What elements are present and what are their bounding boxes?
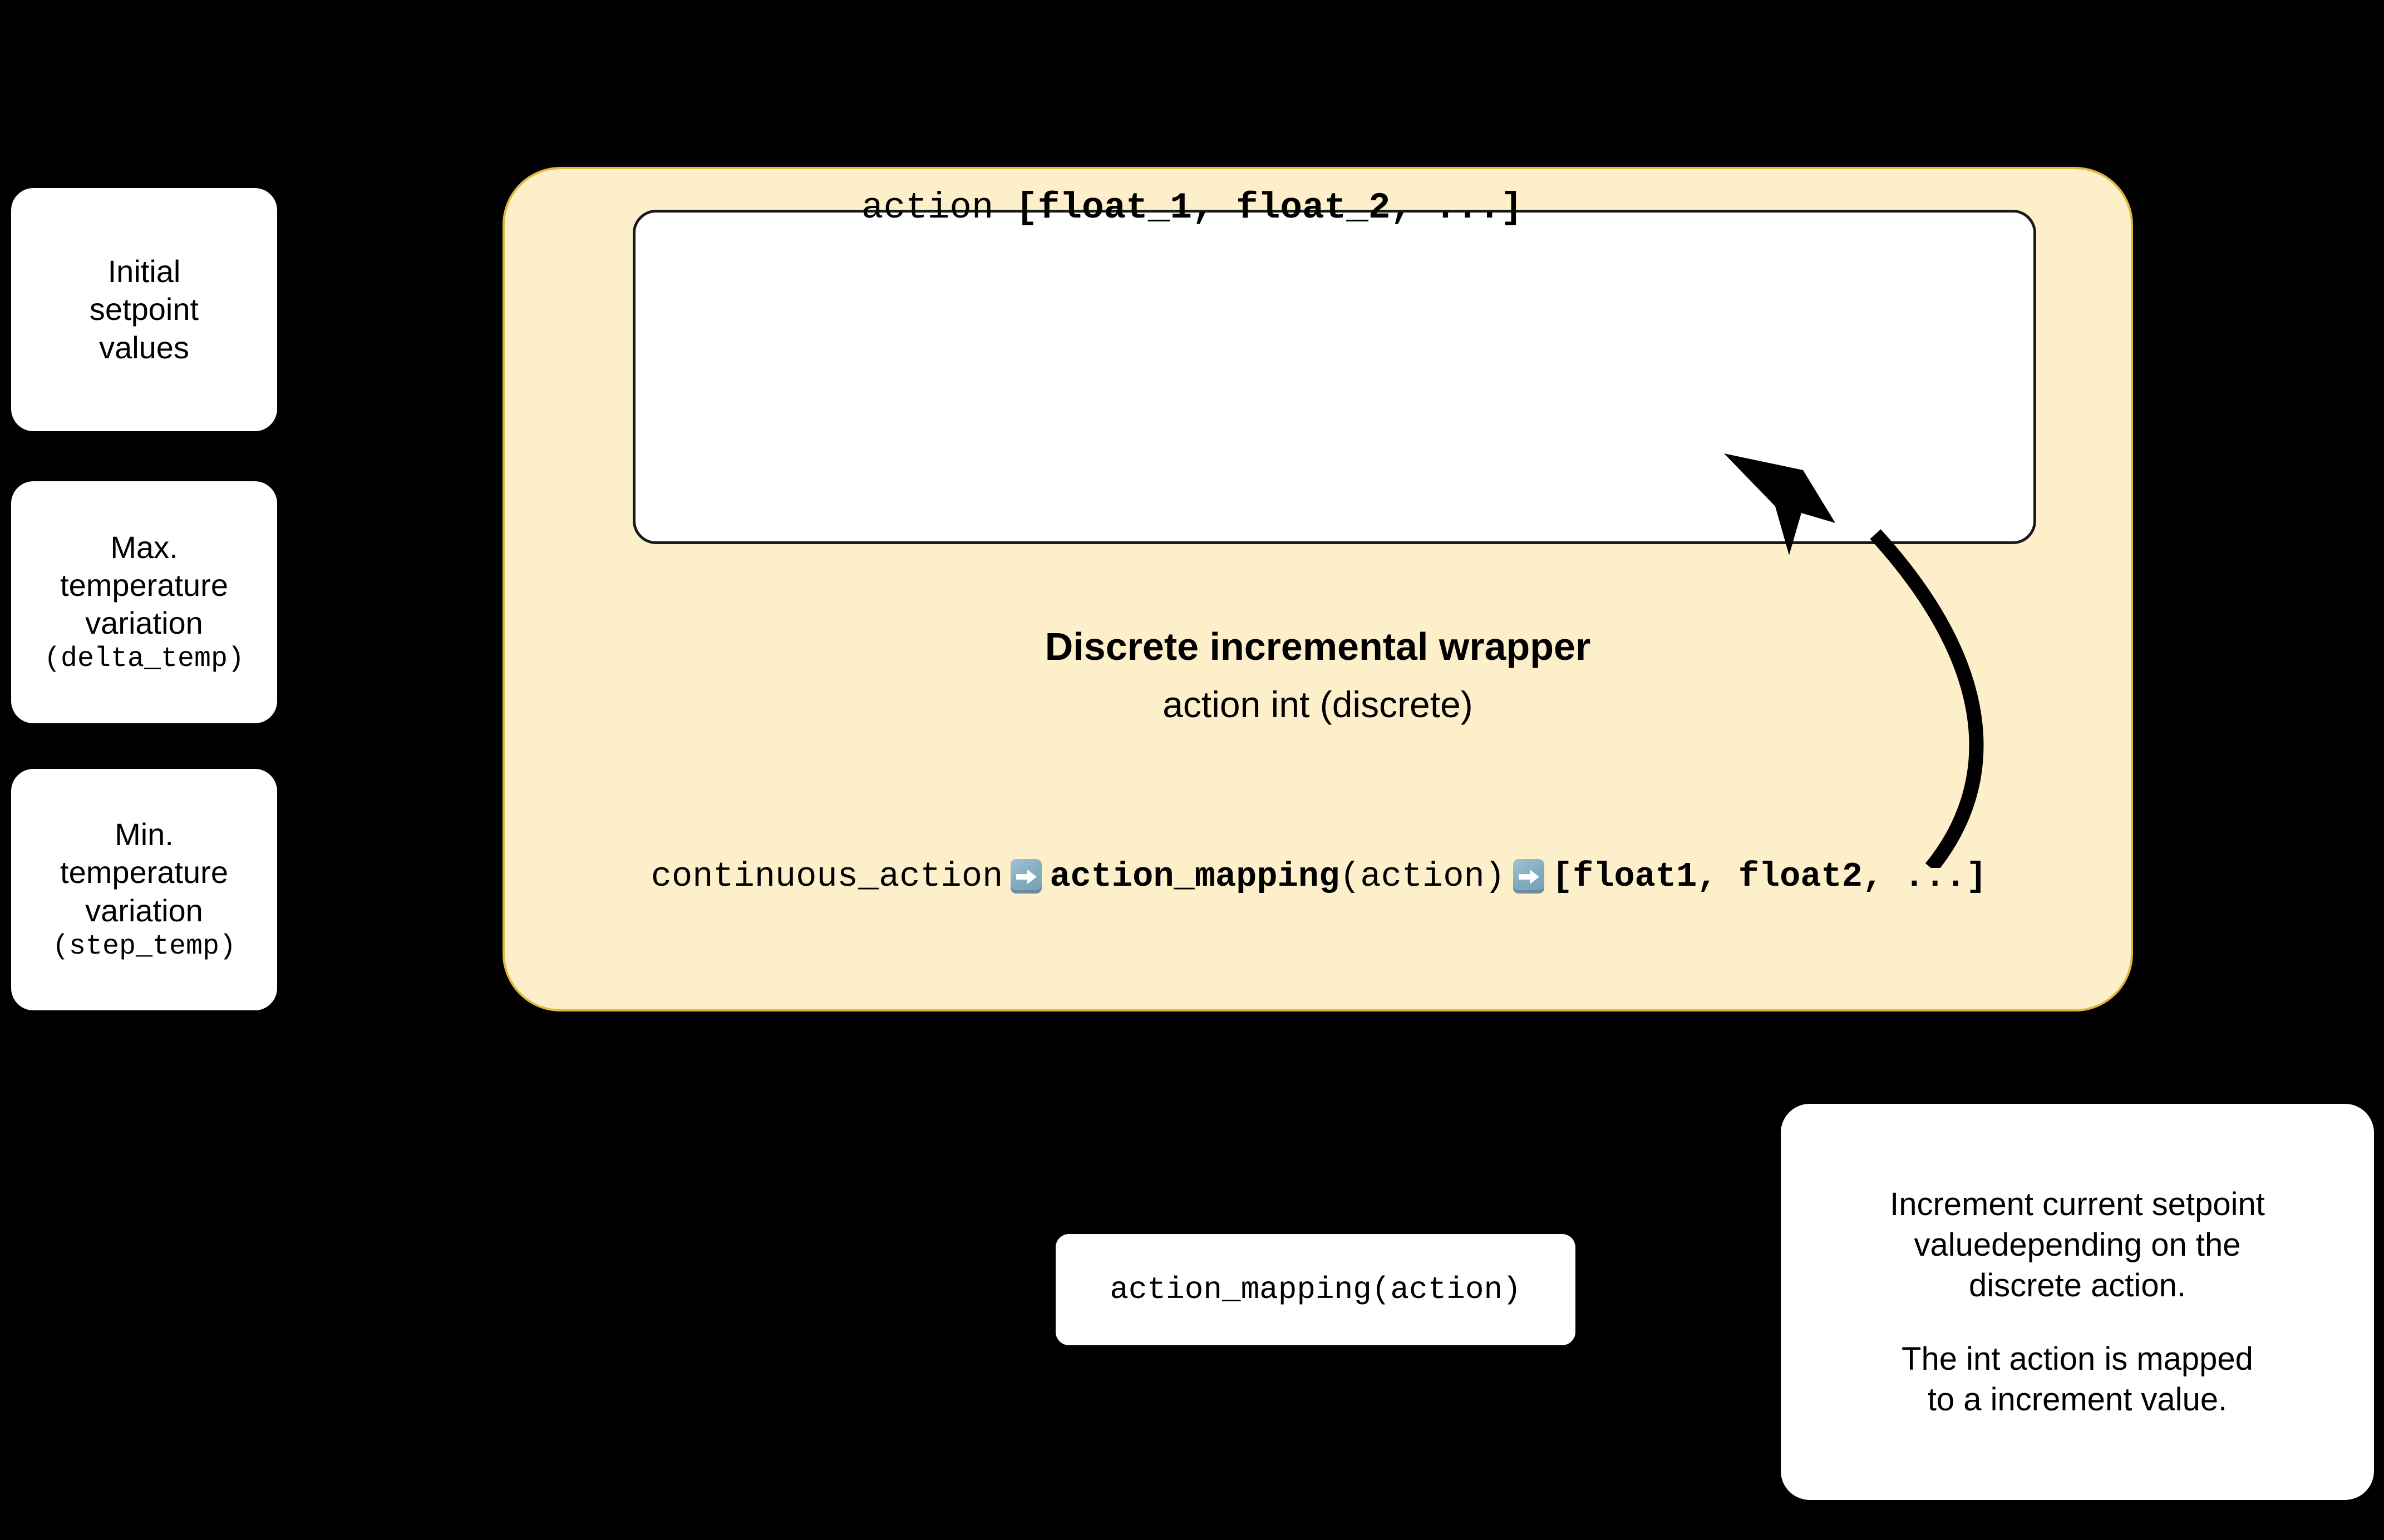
action-mapping-text: action_mapping(action) — [1110, 1272, 1521, 1307]
action-mapping-pipeline: continuous_action action_mapping(action) [… — [579, 846, 2059, 907]
card-action-mapping: action_mapping(action) — [1056, 1234, 1575, 1345]
note-line: discrete action. — [1968, 1267, 2186, 1304]
continuous-environment-action-line: action [float_1, float_2, ...] — [0, 184, 2384, 229]
card-code-delta-temp: (delta_temp) — [43, 643, 245, 675]
pipeline-input: continuous_action — [651, 856, 1003, 896]
card-line: Initial — [107, 254, 181, 289]
card-line: Max. — [110, 529, 178, 565]
card-increment-note: Increment current setpoint valuedependin… — [1781, 1104, 2374, 1500]
action-label: action — [861, 187, 1016, 229]
right-arrow-icon — [1513, 859, 1544, 894]
note-line: valuedepending on the — [1914, 1227, 2241, 1263]
wrapper-subheading: action int (discrete) — [1163, 684, 1473, 725]
note-line: The int action is mapped — [1902, 1340, 2253, 1377]
pipeline-function-name: action_mapping — [1050, 856, 1340, 896]
action-signature: [float_1, float_2, ...] — [1016, 187, 1523, 229]
card-line: temperature — [60, 567, 228, 603]
continuous-environment-box — [633, 210, 2036, 544]
card-line: values — [99, 329, 189, 365]
card-line: temperature — [60, 855, 228, 890]
card-line: Min. — [115, 817, 174, 852]
right-arrow-icon — [1011, 859, 1042, 894]
card-max-temperature-variation: Max. temperature variation (delta_temp) — [11, 481, 277, 723]
card-initial-setpoint-values: Initial setpoint values — [11, 188, 277, 431]
card-line: variation — [85, 605, 203, 641]
card-line: setpoint — [89, 292, 199, 327]
card-min-temperature-variation: Min. temperature variation (step_temp) — [11, 769, 277, 1010]
card-line: variation — [85, 892, 203, 928]
continuous-environment-title: Continuous environment — [955, 78, 1429, 123]
note-line: Increment current setpoint — [1890, 1186, 2265, 1223]
pipeline-function-args: (action) — [1339, 856, 1505, 896]
pipeline-output: [float1, float2, ...] — [1551, 856, 1987, 896]
card-code-step-temp: (step_temp) — [52, 930, 237, 962]
note-line: to a increment value. — [1927, 1381, 2228, 1418]
wrapper-heading: Discrete incremental wrapper — [1045, 625, 1591, 668]
